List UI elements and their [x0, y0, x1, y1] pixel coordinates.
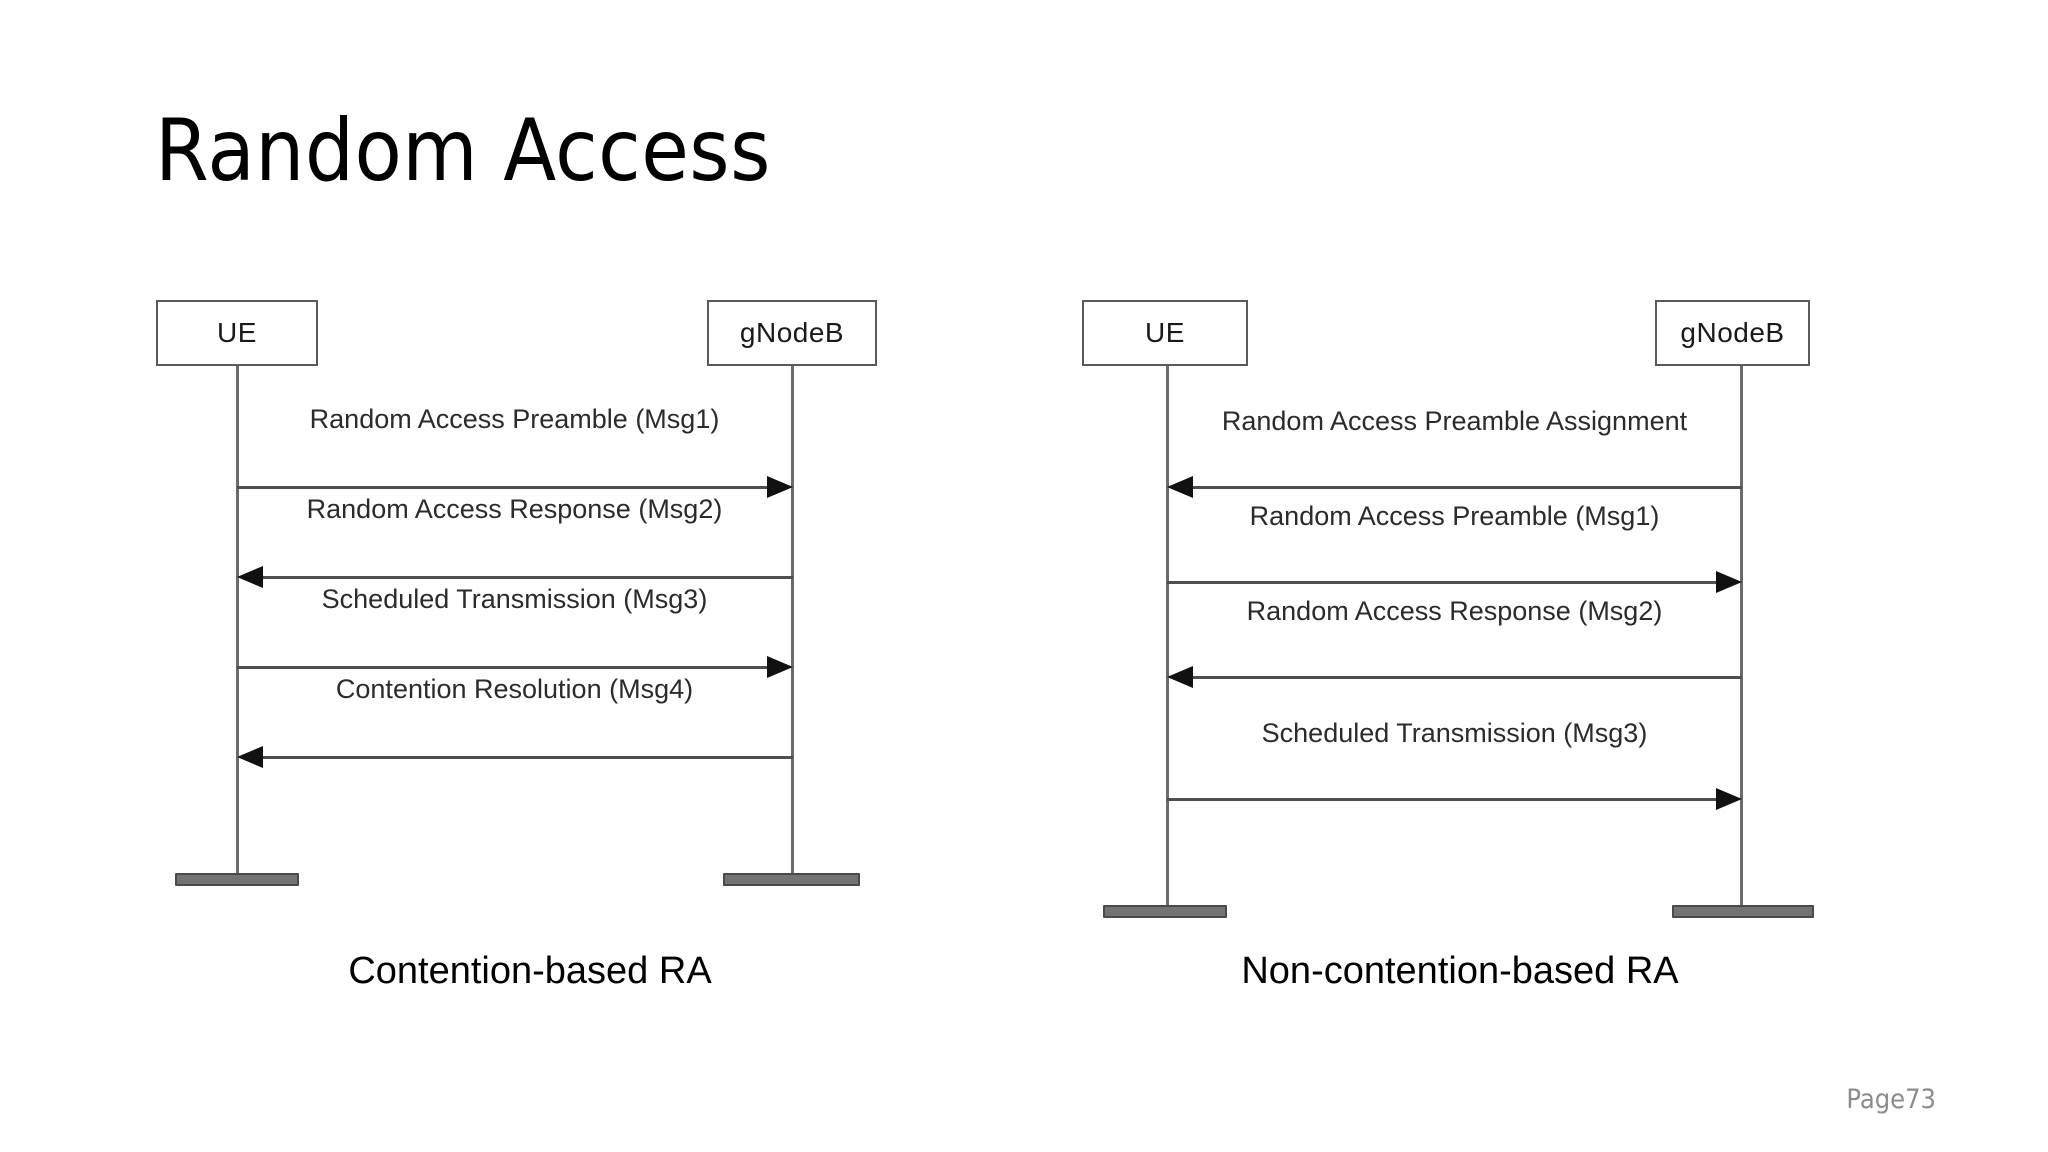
message-label-1: Random Access Preamble Assignment: [1221, 406, 1688, 436]
message-label-3: Random Access Response (Msg2): [1246, 596, 1663, 626]
message-label-2: Random Access Response (Msg2): [306, 494, 723, 524]
actor-box-gnodeb: gNodeB: [1655, 300, 1810, 366]
terminator-bar-ue: [1103, 905, 1227, 918]
message-label-4: Scheduled Transmission (Msg3): [1261, 718, 1648, 748]
message-line-1: [1193, 486, 1742, 489]
arrow-left-icon-1: [1167, 476, 1193, 498]
message-line-2: [1167, 581, 1716, 584]
message-line-4: [1167, 798, 1716, 801]
lifeline-gnodeb: [791, 366, 794, 883]
actor-box-gnodeb: gNodeB: [707, 300, 877, 366]
page-number-label: Page73: [1846, 1084, 1936, 1115]
message-label-2: Random Access Preamble (Msg1): [1249, 501, 1660, 531]
arrow-right-icon-2: [1716, 571, 1742, 593]
arrow-left-icon-3: [1167, 666, 1193, 688]
diagram-caption-contention-based: Contention-based RA: [348, 950, 712, 992]
message-line-3: [237, 666, 767, 669]
message-line-3: [1193, 676, 1742, 679]
arrow-left-icon-2: [237, 566, 263, 588]
message-line-2: [263, 576, 793, 579]
arrow-right-icon-3: [767, 656, 793, 678]
arrow-left-icon-4: [237, 746, 263, 768]
message-line-4: [263, 756, 793, 759]
terminator-bar-gnodeb: [1672, 905, 1814, 918]
arrow-right-icon-4: [1716, 788, 1742, 810]
arrow-right-icon-1: [767, 476, 793, 498]
diagram-caption-non-contention-based: Non-contention-based RA: [1241, 950, 1679, 992]
lifeline-ue: [236, 366, 239, 883]
actor-box-ue: UE: [156, 300, 318, 366]
sequence-diagram-contention-based: UE gNodeB Random Access Preamble (Msg1) …: [140, 300, 900, 900]
message-line-1: [237, 486, 767, 489]
message-label-4: Contention Resolution (Msg4): [335, 674, 694, 704]
terminator-bar-gnodeb: [723, 873, 860, 886]
terminator-bar-ue: [175, 873, 299, 886]
actor-box-ue: UE: [1082, 300, 1248, 366]
message-label-1: Random Access Preamble (Msg1): [309, 404, 720, 434]
lifeline-gnodeb: [1740, 366, 1743, 915]
lifeline-ue: [1166, 366, 1169, 915]
page-title: Random Access: [155, 101, 771, 201]
message-label-3: Scheduled Transmission (Msg3): [321, 584, 708, 614]
sequence-diagram-non-contention-based: UE gNodeB Random Access Preamble Assignm…: [1070, 300, 1860, 930]
